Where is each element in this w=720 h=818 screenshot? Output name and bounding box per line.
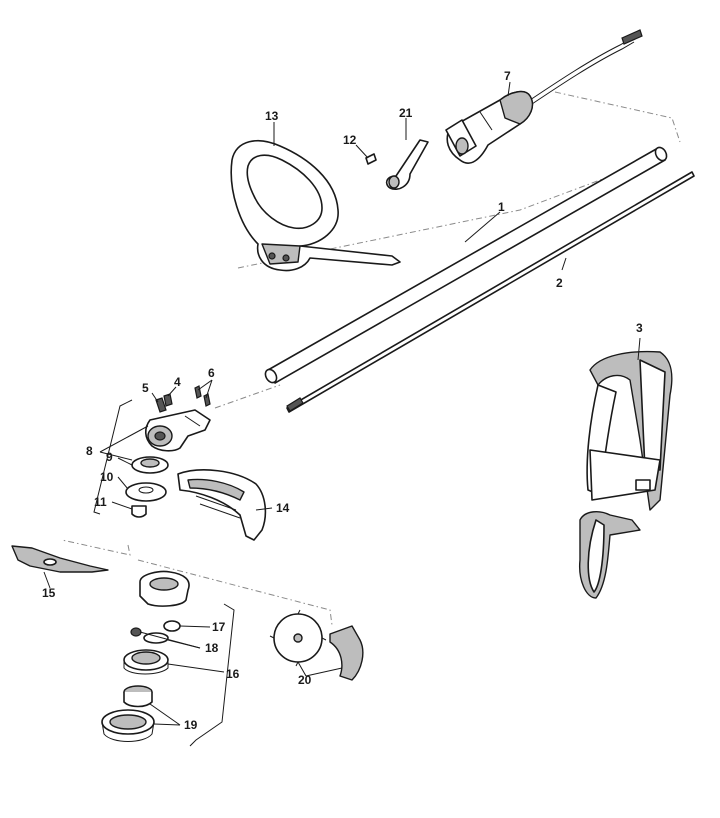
part-4-screw <box>163 393 173 407</box>
label-part-11: 11 <box>94 495 107 509</box>
label-part-16: 16 <box>226 667 240 681</box>
part-15-blade <box>11 545 109 573</box>
part-1-drive-tube <box>264 146 668 384</box>
group-brackets <box>93 399 235 747</box>
part-20-saw-blade-and-cover <box>269 609 364 681</box>
label-part-8: 8 <box>86 444 93 458</box>
part-5-screw <box>155 397 167 413</box>
label-part-6: 6 <box>208 366 215 380</box>
part-3-harness <box>579 350 673 599</box>
part-10-disc <box>125 482 167 502</box>
part-7-throttle-handle <box>445 29 643 164</box>
label-part-2: 2 <box>556 276 563 290</box>
label-part-4: 4 <box>174 375 181 389</box>
label-part-15: 15 <box>42 586 56 600</box>
part-6-screws <box>194 385 211 407</box>
label-part-14: 14 <box>276 501 290 515</box>
part-19-base-and-knob <box>101 685 155 742</box>
part-18-spring-and-ring <box>130 620 181 644</box>
label-part-10: 10 <box>100 470 114 484</box>
label-part-13: 13 <box>265 109 279 123</box>
part-21-bracket <box>385 139 429 190</box>
part-2-drive-shaft <box>286 171 695 413</box>
part-16-spool <box>123 649 169 675</box>
part-13-loop-handle <box>230 139 401 272</box>
label-part-7: 7 <box>504 69 511 83</box>
assembly-guide-lines <box>61 91 681 626</box>
label-part-20: 20 <box>298 673 312 687</box>
label-part-3: 3 <box>636 321 643 335</box>
leader-lines <box>43 81 641 726</box>
part-9-flange <box>131 456 169 474</box>
label-part-12: 12 <box>343 133 357 147</box>
part-11-nut <box>131 505 147 518</box>
label-part-9: 9 <box>106 450 113 464</box>
label-part-17: 17 <box>212 620 226 634</box>
label-part-19: 19 <box>184 718 198 732</box>
label-part-18: 18 <box>205 641 219 655</box>
part-14-guard <box>177 469 267 541</box>
part-12-screw <box>365 153 377 165</box>
label-part-1: 1 <box>498 200 505 214</box>
label-part-21: 21 <box>399 106 413 120</box>
part-17-head-cover <box>139 570 190 607</box>
label-part-5: 5 <box>142 381 149 395</box>
part-8-gear-head <box>144 409 211 452</box>
part-labels: 1 2 3 4 5 6 7 8 9 10 11 12 13 14 15 16 1… <box>42 69 643 732</box>
